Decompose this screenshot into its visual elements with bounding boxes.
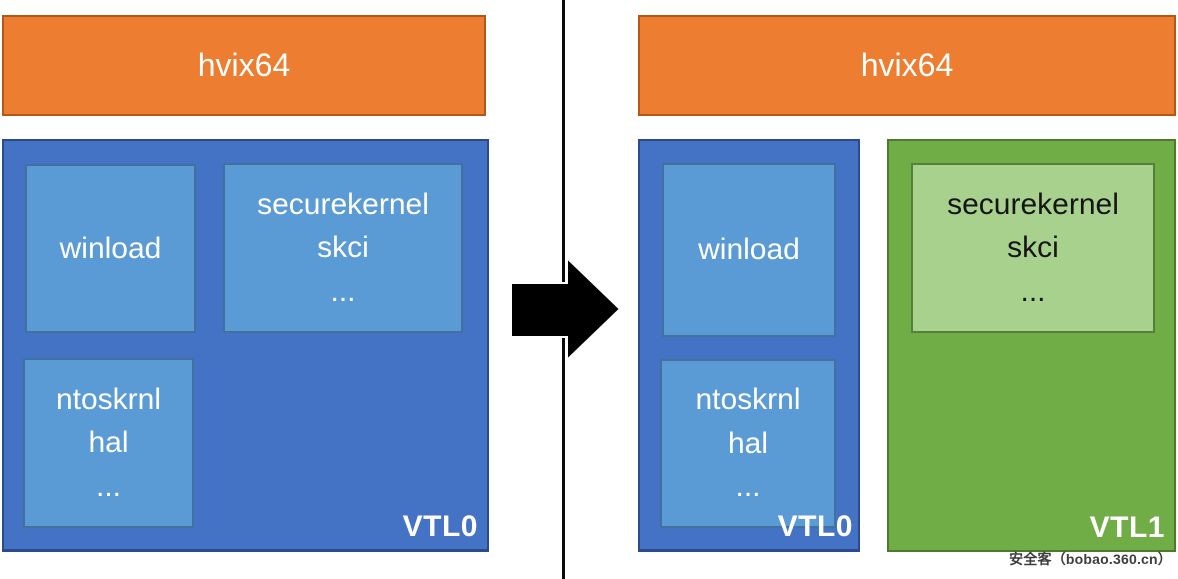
transition-arrow-icon	[510, 255, 622, 363]
right-securekernel-line2: skci	[1007, 231, 1059, 265]
left-ntoskrnl-box: ntoskrnl hal ...	[23, 358, 194, 528]
left-hypervisor-box: hvix64	[2, 15, 486, 116]
left-hypervisor-label: hvix64	[197, 47, 291, 83]
left-winload-label: winload	[59, 231, 162, 265]
right-winload-label: winload	[698, 233, 800, 267]
right-winload-box: winload	[662, 163, 836, 337]
watermark: 安全客（bobao.360.cn）	[1009, 551, 1172, 567]
left-ntoskrnl-line1: ntoskrnl	[55, 382, 162, 416]
right-vtl0-badge: VTL0	[777, 510, 853, 543]
right-ntoskrnl-box: ntoskrnl hal ...	[660, 359, 836, 528]
left-securekernel-line2: skci	[317, 231, 369, 265]
left-ntoskrnl-line3: ...	[95, 469, 121, 503]
right-hypervisor-box: hvix64	[638, 15, 1176, 116]
right-securekernel-line3: ...	[1020, 274, 1046, 308]
left-securekernel-line3: ...	[330, 274, 356, 308]
right-vtl1-badge: VTL1	[1089, 511, 1165, 544]
right-ntoskrnl-line1: ntoskrnl	[695, 383, 801, 417]
right-securekernel-box: securekernel skci ...	[911, 163, 1155, 333]
left-winload-box: winload	[25, 164, 196, 333]
right-ntoskrnl-line2: hal	[727, 426, 769, 460]
left-vtl0-badge: VTL0	[402, 510, 478, 543]
left-securekernel-box: securekernel skci ...	[223, 163, 463, 333]
right-ntoskrnl-line3: ...	[735, 470, 761, 504]
right-securekernel-line1: securekernel	[947, 187, 1119, 221]
left-securekernel-line1: securekernel	[257, 187, 429, 221]
right-hypervisor-label: hvix64	[860, 47, 954, 83]
left-ntoskrnl-line2: hal	[88, 426, 129, 460]
